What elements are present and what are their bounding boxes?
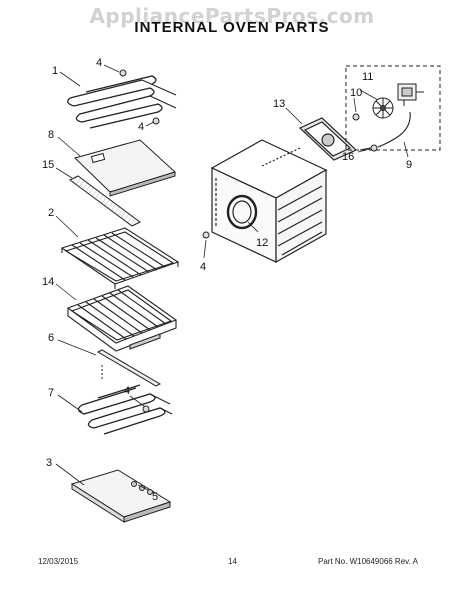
callout-13: 13	[273, 98, 285, 110]
callout-3: 3	[46, 457, 52, 469]
callout-10: 10	[350, 87, 362, 99]
callout-labels: 1 4 4 8 15 2 14 6 7 4 3 5 13 11 10 16 9 …	[42, 57, 412, 503]
footer-page-number: 14	[228, 557, 237, 566]
roller-rack-part	[66, 285, 178, 352]
callout-4: 4	[138, 121, 144, 133]
callout-7: 7	[48, 387, 54, 399]
callout-1: 1	[52, 65, 58, 77]
oven-panel-part	[74, 139, 176, 197]
trim-bar-part	[96, 349, 162, 387]
bake-element-part	[77, 384, 173, 435]
callout-6: 6	[48, 332, 54, 344]
callout-14: 14	[42, 276, 54, 288]
fan-motor-part	[397, 83, 424, 106]
bottom-panel-part	[70, 469, 172, 523]
callout-16: 16	[342, 151, 354, 163]
mounting-screw-part	[202, 231, 210, 239]
convection-fan-part	[372, 97, 394, 119]
fan-assembly-box	[345, 65, 441, 151]
callout-4: 4	[124, 385, 130, 397]
rack-rail-part	[69, 175, 141, 227]
callout-15: 15	[42, 159, 54, 171]
callout-5: 5	[152, 491, 158, 503]
footer-part-number: Part No. W10649066 Rev. A	[318, 557, 418, 566]
mounting-screw-part	[119, 69, 160, 125]
callout-4: 4	[96, 57, 102, 69]
fan-nut-part	[352, 113, 360, 121]
watermark: AppliancePartsPros.com	[89, 4, 375, 28]
oven-rack-part	[60, 227, 180, 289]
grommet-part	[370, 144, 378, 152]
callout-8: 8	[48, 129, 54, 141]
callout-4: 4	[200, 261, 206, 273]
callout-9: 9	[406, 159, 412, 171]
callout-2: 2	[48, 207, 54, 219]
oven-cavity-part	[210, 139, 328, 264]
convection-plate-part	[298, 117, 358, 161]
mounting-screw-part	[142, 405, 150, 413]
page-title: INTERNAL OVEN PARTS	[134, 19, 330, 36]
callout-12: 12	[256, 237, 268, 249]
broil-element-part	[67, 75, 177, 129]
footer-date: 12/03/2015	[38, 557, 79, 566]
callout-11: 11	[362, 71, 373, 83]
